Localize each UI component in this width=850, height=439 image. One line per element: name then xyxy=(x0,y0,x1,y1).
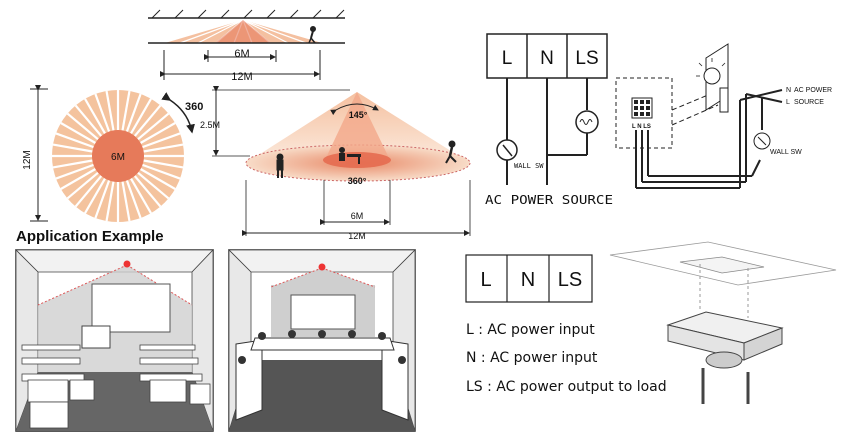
detection-ray xyxy=(52,143,93,153)
legend-n: N : AC power input xyxy=(466,350,598,366)
detection-ray xyxy=(60,168,97,190)
wall-sw-label: WALL SW xyxy=(514,162,544,170)
detection-ray xyxy=(94,180,111,219)
detection-ray xyxy=(66,171,99,200)
detection-ray xyxy=(139,168,176,190)
detection-ray xyxy=(143,159,184,169)
cone-height: 2.5M xyxy=(200,120,220,130)
iso-source-label: SOURCE xyxy=(794,99,824,106)
detection-ray xyxy=(133,175,162,208)
detection-ray xyxy=(130,98,152,135)
legend-l: L : AC power input xyxy=(466,322,595,338)
detection-ray xyxy=(125,93,142,132)
walking-person-icon xyxy=(445,140,457,164)
detection-ray xyxy=(133,104,162,137)
detection-ray xyxy=(52,159,93,169)
side-inner-label: 6M xyxy=(234,48,249,60)
side-outer-label: 12M xyxy=(231,71,252,83)
detection-ray xyxy=(125,180,142,219)
block-n: N xyxy=(521,269,535,291)
standing-person-icon xyxy=(276,153,284,178)
person-icon xyxy=(308,26,316,44)
detection-ray xyxy=(121,181,131,222)
terminal-l: L xyxy=(502,48,513,69)
cone-outer: 12M xyxy=(348,231,366,241)
top-view-diagram: 12M 6M 360 xyxy=(22,85,203,222)
iso-n-label: N xyxy=(786,87,791,94)
detection-ray xyxy=(105,90,115,131)
cone-inner: 6M xyxy=(351,211,364,221)
iso-l-label: L xyxy=(786,99,790,106)
detection-ray xyxy=(142,132,181,149)
ac-power-source-caption: AC POWER SOURCE xyxy=(485,193,613,207)
conference-illustration xyxy=(228,249,416,432)
detection-ray xyxy=(55,163,94,180)
cone-angle: 145° xyxy=(349,110,368,120)
detection-ray xyxy=(60,122,97,144)
detection-ray xyxy=(121,90,131,131)
application-title: Application Example xyxy=(16,228,164,245)
side-range-diagram: 6M 12M xyxy=(148,9,345,83)
terminal-ls: LS xyxy=(575,48,598,69)
top-view-angle: 360 xyxy=(185,101,203,113)
iso-ac-power-label: AC POWER xyxy=(794,87,832,94)
detection-ray xyxy=(130,177,152,214)
detection-ray xyxy=(84,177,106,214)
detection-ray xyxy=(94,93,111,132)
detection-ray xyxy=(84,98,106,135)
detection-ray xyxy=(137,171,170,200)
block-ls: LS xyxy=(558,269,582,291)
classroom-illustration xyxy=(15,249,214,432)
isometric-wiring-diagram: L N LS N AC POWER L SOURCE WALL SW xyxy=(615,43,832,189)
block-l: L xyxy=(480,269,491,291)
detection-ray xyxy=(143,143,184,153)
wiring-diagram: L N LS WALL SW AC POWER SOURCE xyxy=(485,33,613,207)
iso-lamp-icon xyxy=(703,67,721,85)
load-lamp-icon xyxy=(575,110,599,134)
detection-ray xyxy=(105,181,115,222)
cone-rotation: 360° xyxy=(348,176,367,186)
terminal-block: L N LS xyxy=(465,254,593,303)
detection-ray xyxy=(74,104,103,137)
terminal-n: N xyxy=(540,48,554,69)
iso-wall-sw-label: WALL SW xyxy=(770,149,802,156)
detection-ray xyxy=(142,163,181,180)
detection-ray xyxy=(55,132,94,149)
detection-ray xyxy=(74,175,103,208)
iso-terminal-label: L N LS xyxy=(632,124,651,130)
seated-person-icon xyxy=(339,147,361,164)
top-view-diameter: 12M xyxy=(22,150,33,169)
cone-diagram: 2.5M 145° 360° 6M xyxy=(200,86,471,241)
detection-ray xyxy=(66,112,99,141)
ceiling-mount-illustration xyxy=(609,241,837,404)
top-view-inner: 6M xyxy=(111,152,125,163)
legend-ls: LS : AC power output to load xyxy=(466,379,667,395)
